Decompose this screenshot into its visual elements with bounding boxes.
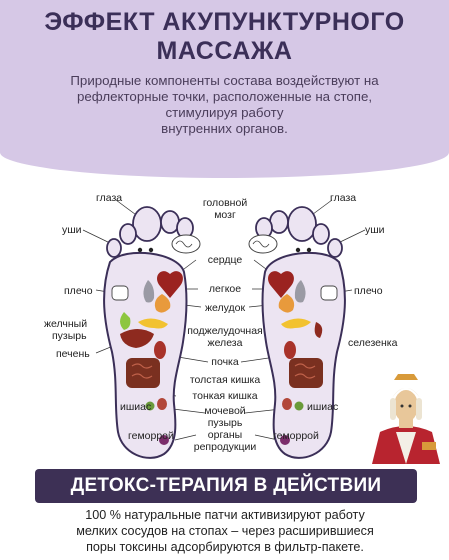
label-ears-right: уши [365, 224, 385, 236]
label-eyes-left: глаза [96, 192, 123, 204]
label-gallbladder-line-1: желчный [44, 318, 88, 330]
label-lungs: легкое [208, 283, 242, 295]
stomach-icon [154, 294, 295, 313]
shoulder-icon [111, 285, 338, 301]
description-line-3: поры токсины адсорбируются в фильтр-паке… [86, 540, 364, 554]
pancreas-icon [138, 318, 311, 329]
label-heart: сердце [207, 254, 243, 266]
liver-icon [120, 329, 154, 348]
intestine-icon [126, 358, 323, 388]
label-gallbladder: желчный пузырь [44, 318, 87, 342]
header-banner: ЭФФЕКТ АКУПУНКТУРНОГО МАССАЖА Природные … [0, 0, 449, 178]
spleen-icon [314, 322, 323, 338]
page-title: ЭФФЕКТ АКУПУНКТУРНОГО МАССАЖА [0, 8, 449, 66]
description-line-1: 100 % натуральные патчи активизируют раб… [85, 508, 365, 522]
subtitle-line-4: внутренних органов. [161, 121, 288, 136]
label-reproductive-line-1: органы [207, 429, 243, 441]
label-spleen: селезенка [348, 337, 398, 349]
label-stomach: желудок [204, 302, 246, 314]
label-hemorrhoids-right: геморрой [273, 430, 319, 442]
foot-reflexology-diagram: глаза глаза головной мозг уши уши сердце… [0, 182, 449, 464]
label-sciatica-right: ишиас [307, 401, 339, 413]
eye-points-icon [137, 247, 312, 253]
label-bladder-line-2: пузырь [207, 417, 243, 429]
description-text: 100 % натуральные патчи активизируют раб… [24, 507, 426, 555]
label-gallbladder-line-2: пузырь [52, 330, 87, 342]
label-bladder-line-1: мочевой [204, 405, 246, 417]
label-eyes-right: глаза [330, 192, 357, 204]
feet-illustration [82, 199, 366, 459]
label-sciatica-left: ишиас [120, 401, 152, 413]
brain-icon [171, 234, 278, 254]
title-line-2: МАССАЖА [156, 37, 293, 65]
label-ears-left: уши [62, 224, 82, 236]
label-hemorrhoids-left: геморрой [128, 430, 174, 442]
subtitle-line-2: рефлекторные точки, расположенные на сто… [76, 89, 373, 104]
subtitle-line-3: стимулируя работу [165, 105, 284, 120]
gallbladder-icon [120, 312, 131, 330]
label-small-intestine: тонкая кишка [192, 390, 258, 402]
detox-banner: ДЕТОКС-ТЕРАПИЯ В ДЕЙСТВИИ [35, 469, 417, 503]
reproductive-point-icon [159, 435, 290, 445]
label-brain: головной мозг [196, 197, 254, 221]
label-shoulder-left: плечо [64, 285, 93, 297]
doctor-figure-illustration [372, 374, 440, 464]
sciatica-point-icon [145, 401, 304, 411]
description-line-2: мелких сосудов на стопах – через расшири… [76, 524, 374, 538]
subtitle-line-1: Природные компоненты состава воздействую… [70, 73, 379, 88]
label-pancreas: поджелудочная железа [178, 325, 272, 349]
label-kidney: почка [211, 356, 239, 368]
bladder-icon [157, 398, 292, 410]
kidney-icon [154, 341, 296, 359]
label-shoulder-right: плечо [354, 285, 383, 297]
label-pancreas-line-1: поджелудочная [187, 325, 263, 337]
label-colon: толстая кишка [189, 374, 261, 386]
heart-icon [157, 271, 294, 298]
label-brain-line-2: мозг [214, 209, 236, 221]
small-intestine-icon [131, 363, 316, 379]
label-reproductive: органы репродукции [190, 429, 260, 453]
label-pancreas-line-2: железа [207, 337, 243, 349]
lung-icon [143, 280, 306, 303]
label-bladder: мочевой пузырь [195, 405, 255, 429]
subtitle: Природные компоненты состава воздействую… [18, 73, 431, 137]
label-liver: печень [56, 348, 90, 360]
label-brain-line-1: головной [202, 197, 248, 209]
title-line-1: ЭФФЕКТ АКУПУНКТУРНОГО [44, 8, 405, 36]
label-reproductive-line-2: репродукции [193, 441, 257, 453]
